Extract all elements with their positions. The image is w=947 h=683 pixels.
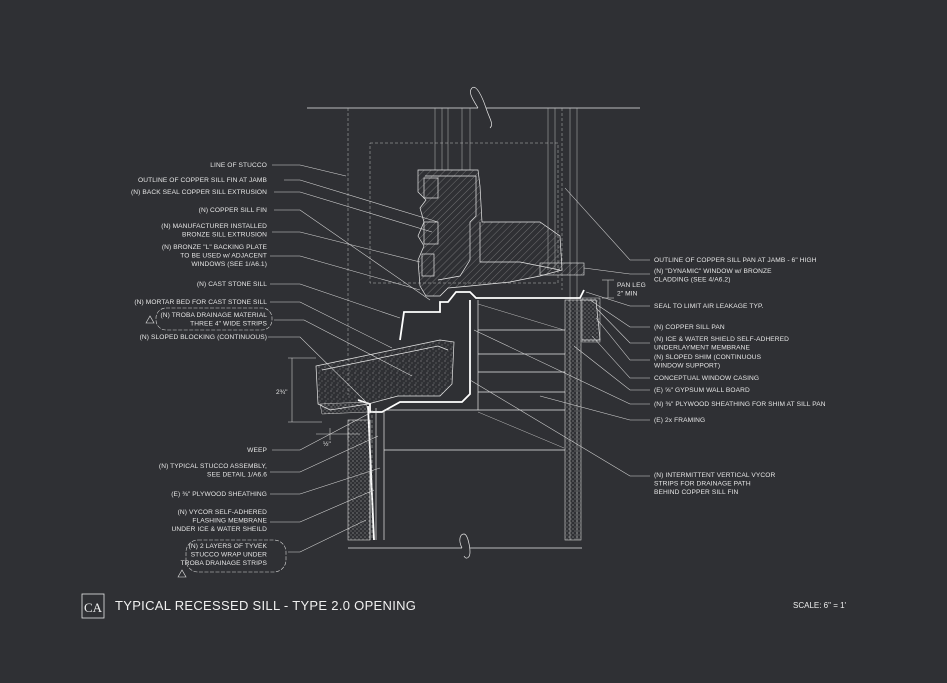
left-callout-2-line-0: (N) BACK SEAL COPPER SILL EXTRUSION (131, 189, 267, 196)
right-callout-8: (N) ⅜" PLYWOOD SHEATHING FOR SHIM AT SIL… (654, 401, 826, 408)
pan-leg-callout: PAN LEG 2" MIN (617, 282, 646, 298)
right-callout-5-line-1: WINDOW SUPPORT) (654, 363, 720, 370)
left-callout-4-line-0: (N) MANUFACTURER INSTALLED (161, 223, 267, 230)
left-callout-11-line-1: SEE DETAIL 1/A6.6 (207, 472, 267, 479)
left-callout-1-line-0: OUTLINE OF COPPER SILL FIN AT JAMB (138, 177, 267, 184)
pan-leg-0-line-0: PAN LEG (617, 282, 646, 289)
left-callout-12-line-0: (E) ⅜" PLYWOOD SHEATHING (171, 491, 267, 498)
right-callout-10: (N) INTERMITTENT VERTICAL VYCOR STRIPS FO… (654, 472, 775, 496)
revision-clouds (145, 307, 287, 578)
left-callout-6-line-0: (N) CAST STONE SILL (197, 281, 267, 288)
warning-icon (177, 569, 187, 578)
left-callout-14-line-1: STUCCO WRAP UNDER (191, 552, 267, 559)
left-callout-12: (E) ⅜" PLYWOOD SHEATHING (171, 491, 267, 498)
right-callout-5-line-0: (N) SLOPED SHIM (CONTINUOUS (654, 354, 762, 361)
right-callout-4: (N) ICE & WATER SHIELD SELF-ADHERED UNDER… (654, 336, 789, 352)
left-callout-13-line-2: UNDER ICE & WATER SHEILD (172, 526, 268, 533)
right-callout-4-line-0: (N) ICE & WATER SHIELD SELF-ADHERED (654, 336, 789, 343)
left-callout-4: (N) MANUFACTURER INSTALLED BRONZE SILL EX… (161, 223, 267, 239)
right-callout-10-line-2: BEHIND COPPER SILL FIN (654, 489, 739, 496)
right-callout-0-line-0: OUTLINE OF COPPER SILL PAN AT JAMB - 6" … (654, 257, 817, 264)
right-callout-6-line-0: CONCEPTUAL WINDOW CASING (654, 375, 759, 382)
left-callout-11: (N) TYPICAL STUCCO ASSEMBLY, SEE DETAIL 1… (159, 463, 267, 479)
dimension-lines (288, 357, 360, 440)
dim-height: 2¾" (276, 389, 288, 396)
right-callout-10-line-1: STRIPS FOR DRAINAGE PATH (654, 481, 751, 488)
right-callouts: OUTLINE OF COPPER SILL PAN AT JAMB - 6" … (654, 257, 826, 496)
left-callout-3: (N) COPPER SILL FIN (199, 207, 267, 214)
logo-text: CA (84, 600, 103, 615)
right-callout-0: OUTLINE OF COPPER SILL PAN AT JAMB - 6" … (654, 257, 817, 264)
left-callout-6: (N) CAST STONE SILL (197, 281, 267, 288)
warning-icon (145, 315, 155, 324)
drawing-title: TYPICAL RECESSED SILL - TYPE 2.0 OPENING (115, 598, 416, 613)
right-callout-10-line-0: (N) INTERMITTENT VERTICAL VYCOR (654, 472, 775, 479)
left-callout-13-line-1: FLASHING MEMBRANE (192, 518, 267, 525)
left-callout-14-line-2: TROBA DRAINAGE STRIPS (181, 560, 268, 567)
left-callout-2: (N) BACK SEAL COPPER SILL EXTRUSION (131, 189, 267, 196)
right-callout-7-line-0: (E) ⅝" GYPSUM WALL BOARD (654, 387, 750, 394)
left-callout-10: WEEP (247, 447, 267, 454)
leader-lines (268, 164, 650, 553)
left-callout-10-line-0: WEEP (247, 447, 267, 454)
left-callout-5-line-0: (N) BRONZE "L" BACKING PLATE (162, 244, 268, 251)
right-callout-3-line-0: (N) COPPER SILL PAN (654, 324, 725, 331)
right-callout-9-line-0: (E) 2x FRAMING (654, 417, 705, 424)
right-callout-1-line-1: CLADDING (SEE 4/A6.2) (654, 277, 731, 284)
left-callout-8-line-0: (N) TROBA DRAINAGE MATERIAL (160, 312, 267, 319)
left-callout-1: OUTLINE OF COPPER SILL FIN AT JAMB (138, 177, 267, 184)
wall-section (307, 86, 640, 559)
drawing-scale: SCALE: 6" = 1' (793, 601, 847, 610)
left-callout-5-line-1: TO BE USED w/ ADJACENT (180, 253, 267, 260)
left-callout-0-line-0: LINE OF STUCCO (210, 162, 267, 169)
right-callout-4-line-1: UNDERLAYMENT MEMBRANE (654, 345, 751, 352)
right-callout-2-line-0: SEAL TO LIMIT AIR LEAKAGE TYP. (654, 303, 764, 310)
left-callout-8-line-1: THREE 4" WIDE STRIPS (190, 321, 267, 328)
left-callouts: LINE OF STUCCO OUTLINE OF COPPER SILL FIN… (131, 162, 268, 567)
right-callout-8-line-0: (N) ⅜" PLYWOOD SHEATHING FOR SHIM AT SIL… (654, 401, 826, 408)
firm-logo: CA (81, 593, 105, 619)
left-callout-5-line-2: WINDOWS (SEE 1/A6.1) (191, 261, 267, 268)
pan-leg-0: PAN LEG 2" MIN (617, 282, 646, 298)
left-callout-7-line-0: (N) MORTAR BED FOR CAST STONE SILL (134, 299, 267, 306)
left-callout-4-line-1: BRONZE SILL EXTRUSION (182, 232, 267, 239)
pan-leg-0-line-1: 2" MIN (617, 291, 638, 298)
right-callout-7: (E) ⅝" GYPSUM WALL BOARD (654, 387, 750, 394)
right-callout-1: (N) "DYNAMIC" WINDOW w/ BRONZE CLADDING (… (654, 268, 772, 284)
right-callout-2: SEAL TO LIMIT AIR LEAKAGE TYP. (654, 303, 764, 310)
right-callout-6: CONCEPTUAL WINDOW CASING (654, 375, 759, 382)
left-callout-9: (N) SLOPED BLOCKING (CONTINUOUS) (140, 334, 267, 341)
left-callout-13-line-0: (N) VYCOR SELF-ADHERED (178, 509, 268, 516)
left-callout-9-line-0: (N) SLOPED BLOCKING (CONTINUOUS) (140, 334, 267, 341)
left-callout-8: (N) TROBA DRAINAGE MATERIAL THREE 4" WIDE… (160, 312, 267, 328)
right-callout-1-line-0: (N) "DYNAMIC" WINDOW w/ BRONZE (654, 268, 772, 275)
right-callout-3: (N) COPPER SILL PAN (654, 324, 725, 331)
left-callout-3-line-0: (N) COPPER SILL FIN (199, 207, 267, 214)
left-callout-14-line-0: (N) 2 LAYERS OF TYVEK (189, 543, 268, 550)
right-callout-5: (N) SLOPED SHIM (CONTINUOUS WINDOW SUPPOR… (654, 354, 762, 370)
left-callout-11-line-0: (N) TYPICAL STUCCO ASSEMBLY, (159, 463, 267, 470)
left-callout-7: (N) MORTAR BED FOR CAST STONE SILL (134, 299, 267, 306)
left-callout-5: (N) BRONZE "L" BACKING PLATE TO BE USED w… (162, 244, 268, 268)
right-callout-9: (E) 2x FRAMING (654, 417, 705, 424)
left-callout-0: LINE OF STUCCO (210, 162, 267, 169)
dim-width: ½" (323, 440, 331, 448)
